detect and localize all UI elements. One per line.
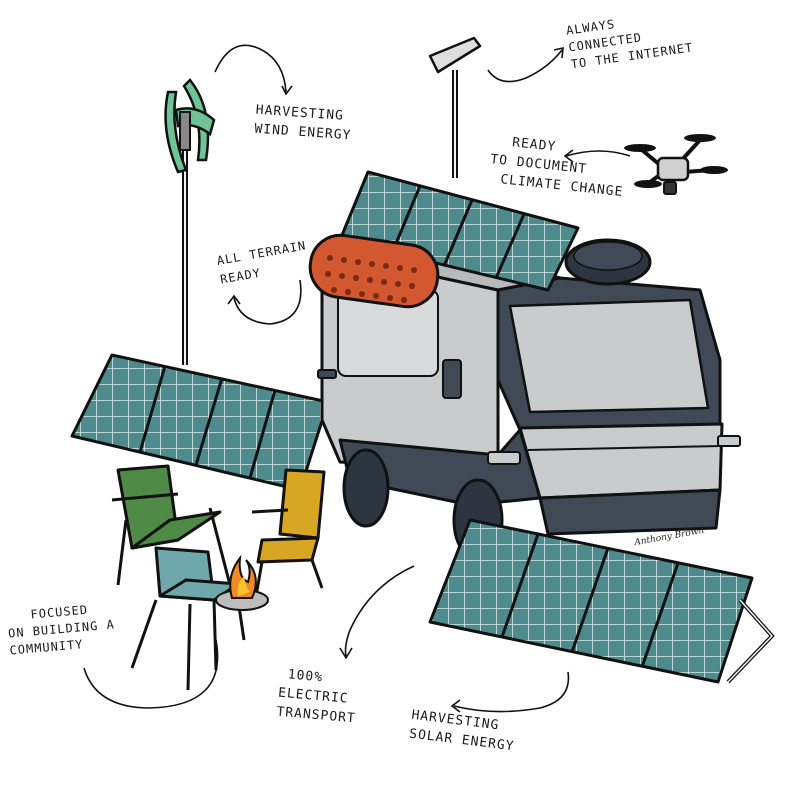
satellite-dish [428,36,482,178]
note-wind-energy: Harvesting Wind energy [254,101,354,146]
note-electric-transport: 100% Electric transport [276,665,360,729]
note-community: Focused on building a community [6,599,117,659]
annotation-arrows [83,44,631,713]
camp-chair-yellow [251,468,326,597]
solar-panel-roof [338,170,580,292]
traction-boards [308,233,440,309]
drone [624,134,728,195]
wind-turbine [164,78,216,365]
camp-chair-green [111,464,232,586]
campfire [215,554,269,611]
camper-van [317,238,741,562]
solar-panel-right [428,518,775,684]
